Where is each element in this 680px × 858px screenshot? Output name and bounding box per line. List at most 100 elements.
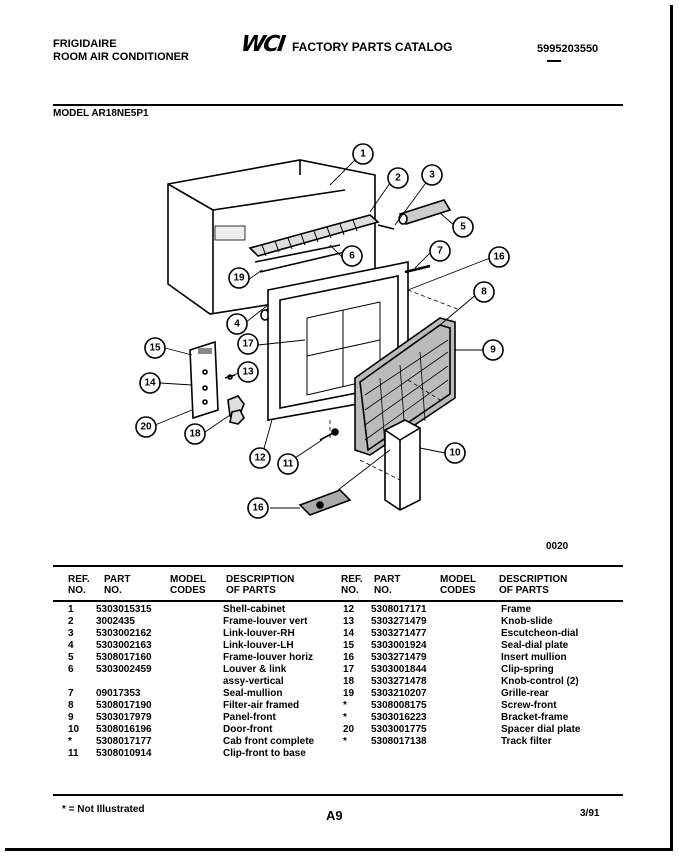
ref-cell: 14	[343, 628, 355, 639]
part-cell: 5308017190	[96, 700, 152, 711]
callout-6	[341, 245, 363, 267]
ref-cell: 13	[343, 616, 355, 627]
callout-4	[226, 313, 248, 335]
desc-cell: Frame	[501, 604, 532, 615]
part-cell: 5308008175	[371, 700, 427, 711]
col-header-model-line2: CODES	[170, 585, 206, 596]
page-number: A9	[326, 808, 343, 823]
part-cell: 5308017138	[371, 736, 427, 747]
callout-label: 12	[254, 453, 266, 464]
model-label: MODEL AR18NE5P1	[53, 108, 149, 119]
callout-label: 13	[242, 367, 254, 378]
callout-15	[144, 337, 166, 359]
part-cell: 5308016196	[96, 724, 152, 735]
col-header-part-line2: NO.	[104, 585, 122, 596]
callout-label: 5	[460, 222, 466, 233]
callout-9	[482, 339, 504, 361]
desc-cell: Shell-cabinet	[223, 604, 286, 615]
callout-label: 11	[283, 459, 294, 470]
ref-cell: 16	[343, 652, 355, 663]
desc-cell: Seal-dial plate	[501, 640, 569, 651]
desc-cell: Louver & link	[223, 664, 287, 675]
callout-17	[237, 333, 259, 355]
part-cell	[96, 676, 206, 688]
col-header-desc-right-line2: OF PARTS	[499, 585, 549, 596]
callout-label: 8	[481, 287, 487, 298]
col-header-part-right-line2: NO.	[374, 585, 392, 596]
col-header-ref-right-line2: NO.	[341, 585, 359, 596]
col-header-desc-right: DESCRIPTION OF PARTS	[499, 574, 567, 596]
callout-5	[452, 216, 474, 238]
callout-14	[139, 372, 161, 394]
header-rule	[53, 104, 623, 106]
footer-rule	[53, 794, 623, 796]
col-header-ref: REF. NO.	[68, 574, 90, 596]
filter-panel-part	[354, 317, 456, 456]
ref-cell: 9	[68, 712, 74, 723]
part-cell: 5303271479	[371, 652, 427, 663]
part-cell: 3002435	[96, 616, 135, 627]
desc-cell: Filter-air framed	[223, 700, 300, 711]
desc-cell: Insert mullion	[501, 652, 567, 663]
callout-label: 15	[149, 343, 161, 354]
col-header-desc-line2: OF PARTS	[226, 585, 276, 596]
desc-cell: Track filter	[501, 736, 552, 747]
callout-label: 20	[140, 422, 152, 433]
callout-label: 10	[449, 448, 461, 459]
ink-mark	[547, 60, 561, 62]
louver-frame-vert-part	[248, 214, 380, 273]
desc-cell: assy-vertical	[223, 676, 284, 687]
callout-label: 17	[242, 339, 254, 350]
revision-date: 3/91	[580, 808, 600, 819]
callout-11	[277, 453, 299, 475]
callout-20	[135, 416, 157, 438]
ref-cell: 8	[68, 700, 74, 711]
callout-3	[421, 164, 443, 186]
desc-cell: Knob-slide	[501, 616, 553, 627]
ref-cell: 12	[343, 604, 355, 615]
part-cell: 5303015315	[96, 604, 152, 615]
part-cell: 5308017171	[371, 604, 427, 615]
col-header-model-right-line1: MODEL	[440, 574, 477, 585]
diagram-code: 0020	[546, 541, 569, 552]
desc-cell: Screw-front	[501, 700, 557, 711]
ref-cell: 3	[68, 628, 74, 639]
callout-label: 14	[144, 378, 156, 389]
dial-plate-part	[189, 340, 219, 420]
catalog-number: 5995203550	[537, 43, 599, 55]
table-header-rule	[53, 600, 623, 602]
callout-10	[444, 442, 466, 464]
part-cell: 5308010914	[96, 748, 152, 759]
col-header-ref-right-line1: REF.	[341, 574, 363, 585]
callout-label: 1	[360, 149, 366, 160]
ref-cell: 15	[343, 640, 355, 651]
callout-2	[387, 167, 409, 189]
col-header-model-right: MODEL CODES	[440, 574, 476, 596]
ref-cell: 17	[343, 664, 355, 675]
track-part	[298, 489, 352, 516]
shell-cabinet-part	[167, 159, 376, 315]
col-header-part-right: PART NO.	[374, 574, 400, 596]
ref-cell: *	[68, 736, 72, 747]
ref-cell: 6	[68, 664, 74, 675]
desc-cell: Door-front	[223, 724, 273, 735]
col-header-ref-line2: NO.	[68, 585, 86, 596]
left-ref-column: 1 2 3 4 5 6 7 8 9 10 * 11	[68, 604, 98, 760]
desc-cell: Knob-control (2)	[501, 676, 579, 687]
col-header-part: PART NO.	[104, 574, 130, 596]
part-cell: 5303002459	[96, 664, 152, 675]
col-header-model-right-line2: CODES	[440, 585, 476, 596]
ref-cell: 18	[343, 676, 355, 687]
part-cell: 5308017177	[96, 736, 152, 747]
part-cell: 5303001844	[371, 664, 427, 675]
callout-label: 4	[234, 319, 240, 330]
callout-label: 2	[395, 173, 401, 184]
ref-cell: *	[343, 700, 347, 711]
desc-cell: Link-louver-RH	[223, 628, 295, 639]
col-header-model-line1: MODEL	[170, 574, 207, 585]
ref-cell	[68, 676, 98, 688]
part-cell: 5308017160	[96, 652, 152, 663]
callout-13	[237, 361, 259, 383]
callout-1	[352, 143, 374, 165]
desc-cell: Clip-front to base	[223, 748, 306, 759]
